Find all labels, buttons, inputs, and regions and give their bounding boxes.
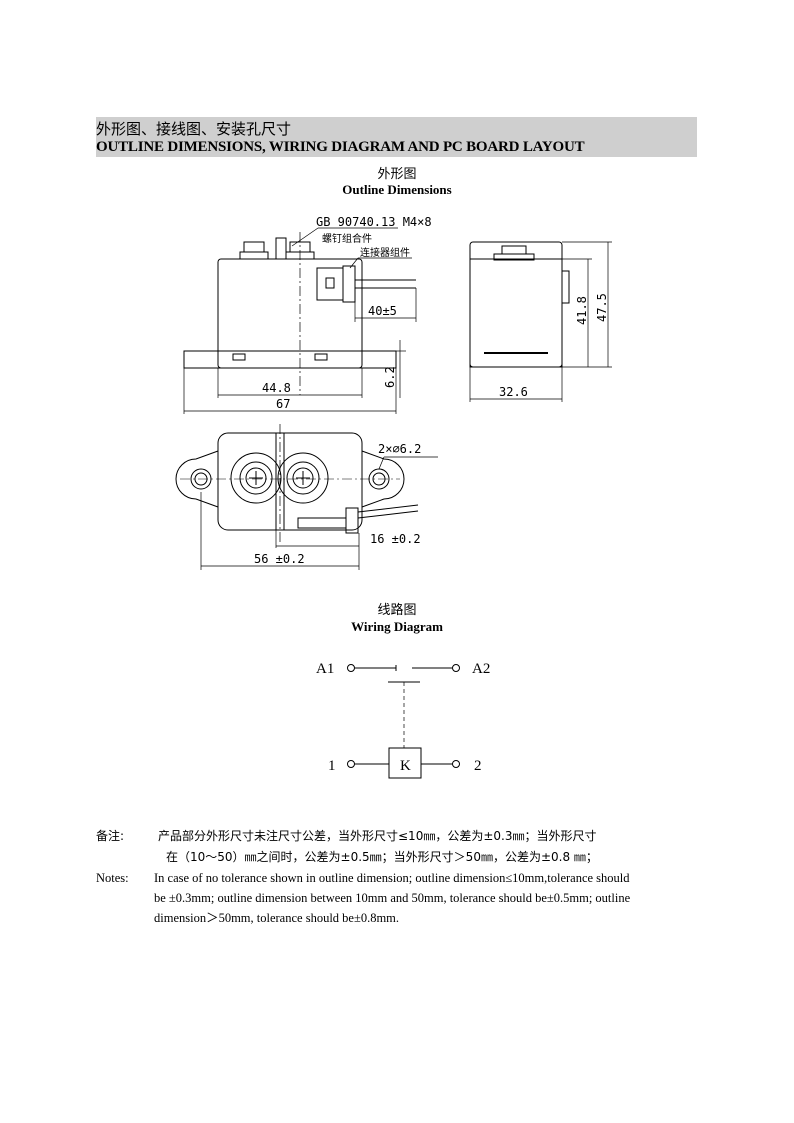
- label-screw-cn: 螺钉组合件: [322, 232, 372, 245]
- front-view: [183, 227, 417, 414]
- section-header-band: [96, 117, 697, 157]
- dim-47-5: 47.5: [595, 293, 609, 322]
- wiring-diagram: [347, 664, 460, 779]
- dim-40: 40±5: [368, 304, 397, 318]
- dim-56: 56 ±0.2: [254, 552, 305, 566]
- label-screw-spec: GB 90740.13 M4×8: [316, 215, 432, 229]
- outline-title-en: Outline Dimensions: [342, 182, 452, 197]
- terminal-a1-label: A1: [316, 661, 334, 677]
- dim-32-6: 32.6: [499, 385, 528, 399]
- notes-label-cn: 备注:: [96, 829, 125, 843]
- dim-44-8: 44.8: [262, 381, 291, 395]
- side-view: [469, 241, 612, 402]
- dim-holes: 2×∅6.2: [378, 442, 421, 456]
- dim-67: 67: [276, 397, 290, 411]
- terminal-2-label: 2: [474, 758, 482, 774]
- notes-text-en-2: be ±0.3mm; outline dimension between 10m…: [154, 891, 631, 905]
- notes-text-cn-1: 产品部分外形尺寸未注尺寸公差，当外形尺寸≤10㎜，公差为±0.3㎜；当外形尺寸: [158, 829, 597, 843]
- notes-label-en: Notes:: [96, 871, 129, 885]
- notes-text-en-1: In case of no tolerance shown in outline…: [154, 871, 630, 885]
- wiring-title-cn: 线路图: [377, 603, 417, 618]
- outline-title-cn: 外形图: [377, 167, 417, 182]
- dim-41-8: 41.8: [575, 296, 589, 325]
- wiring-title-en: Wiring Diagram: [351, 619, 443, 634]
- notes-text-cn-2: 在（10～50）㎜之间时，公差为±0.5㎜；当外形尺寸＞50㎜，公差为±0.8 …: [166, 850, 598, 864]
- dim-6-2: 6.2: [383, 366, 397, 388]
- dim-16: 16 ±0.2: [370, 532, 421, 546]
- notes-text-en-3: dimension＞50mm, tolerance should be±0.8m…: [154, 911, 400, 925]
- coil-label: K: [400, 758, 411, 774]
- terminal-a2-label: A2: [472, 661, 490, 677]
- label-connector-cn: 连接器组件: [360, 246, 410, 259]
- section-title-en: OUTLINE DIMENSIONS, WIRING DIAGRAM AND P…: [96, 139, 585, 155]
- section-title-cn: 外形图、接线图、安装孔尺寸: [96, 120, 292, 138]
- top-view: [175, 424, 438, 570]
- terminal-1-label: 1: [328, 758, 336, 774]
